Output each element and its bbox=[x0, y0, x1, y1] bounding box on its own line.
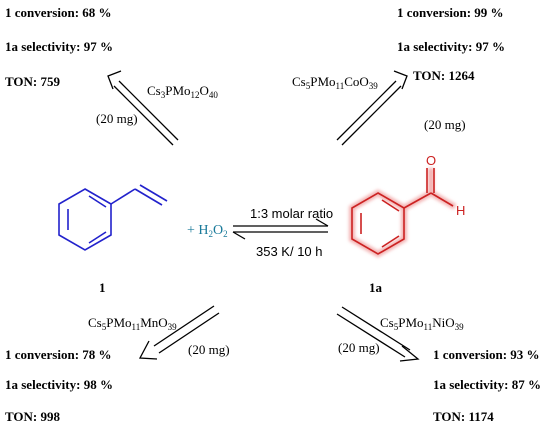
top-left-selectivity: 1a selectivity: 97 % bbox=[5, 39, 113, 54]
top-right-ton: TON: 1264 bbox=[413, 68, 475, 83]
benzaldehyde-structure bbox=[351, 168, 454, 255]
top-left-ton: TON: 759 bbox=[5, 74, 61, 89]
bottom-right-conversion: 1 conversion: 93 % bbox=[433, 347, 540, 362]
styrene-structure bbox=[58, 184, 168, 251]
bottom-left-ton: TON: 998 bbox=[5, 409, 61, 424]
arrow-to-bottom-right bbox=[336, 306, 420, 362]
top-left-amount: (20 mg) bbox=[96, 111, 138, 126]
aldehyde-oxygen-atom: O bbox=[426, 153, 437, 168]
reactant-label: 1 bbox=[99, 280, 106, 295]
top-left-conversion: 1 conversion: 68 % bbox=[5, 5, 112, 20]
top-right-conversion: 1 conversion: 99 % bbox=[397, 5, 504, 20]
top-right-catalyst: Cs5PMo11CoO39 bbox=[292, 74, 378, 91]
reaction-conditions: 353 K/ 10 h bbox=[256, 244, 323, 259]
equilibrium-arrows bbox=[232, 218, 329, 240]
arrow-to-bottom-left bbox=[138, 305, 220, 360]
bottom-right-ton: TON: 1174 bbox=[433, 409, 494, 424]
hydrogen-peroxide-reagent: + H2O2 bbox=[187, 223, 228, 239]
bottom-right-amount: (20 mg) bbox=[338, 340, 380, 355]
bottom-right-catalyst: Cs5PMo11NiO39 bbox=[380, 315, 464, 332]
bottom-left-conversion: 1 conversion: 78 % bbox=[5, 347, 112, 362]
bottom-left-selectivity: 1a selectivity: 98 % bbox=[5, 377, 113, 392]
top-right-amount: (20 mg) bbox=[424, 117, 466, 132]
bottom-left-catalyst: Cs5PMo11MnO39 bbox=[88, 315, 177, 332]
bottom-right-selectivity: 1a selectivity: 87 % bbox=[433, 377, 541, 392]
top-right-selectivity: 1a selectivity: 97 % bbox=[397, 39, 505, 54]
bottom-left-amount: (20 mg) bbox=[188, 342, 230, 357]
product-label: 1a bbox=[369, 280, 382, 295]
molar-ratio-label: 1:3 molar ratio bbox=[250, 206, 334, 221]
aldehyde-hydrogen-atom: H bbox=[456, 203, 466, 218]
top-left-catalyst: Cs3PMo12O40 bbox=[147, 83, 218, 100]
arrow-to-top-left bbox=[107, 70, 179, 146]
arrow-to-top-right bbox=[336, 70, 408, 146]
